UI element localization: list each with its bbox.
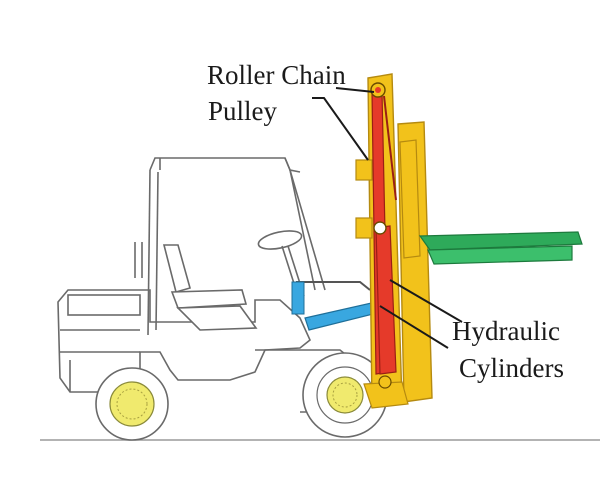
cylinders-leader <box>379 305 449 349</box>
pulley-leader <box>335 87 375 93</box>
leader-lines <box>312 87 463 349</box>
tilt-cylinder <box>291 281 391 331</box>
rear-wheel <box>95 367 169 441</box>
lift-cylinder <box>370 82 397 389</box>
hydraulic-label: Hydraulic <box>452 316 560 346</box>
overhead-guard <box>134 157 326 336</box>
roller-chain-label: Roller Chain <box>207 60 346 90</box>
front-wheel <box>302 352 388 438</box>
cylinders-label: Cylinders <box>459 353 564 383</box>
driver-seat <box>162 244 258 331</box>
forks <box>418 231 583 265</box>
pulley-label: Pulley <box>208 96 278 126</box>
roller-chain-leader <box>312 97 369 161</box>
hydraulic-leader <box>389 279 463 323</box>
